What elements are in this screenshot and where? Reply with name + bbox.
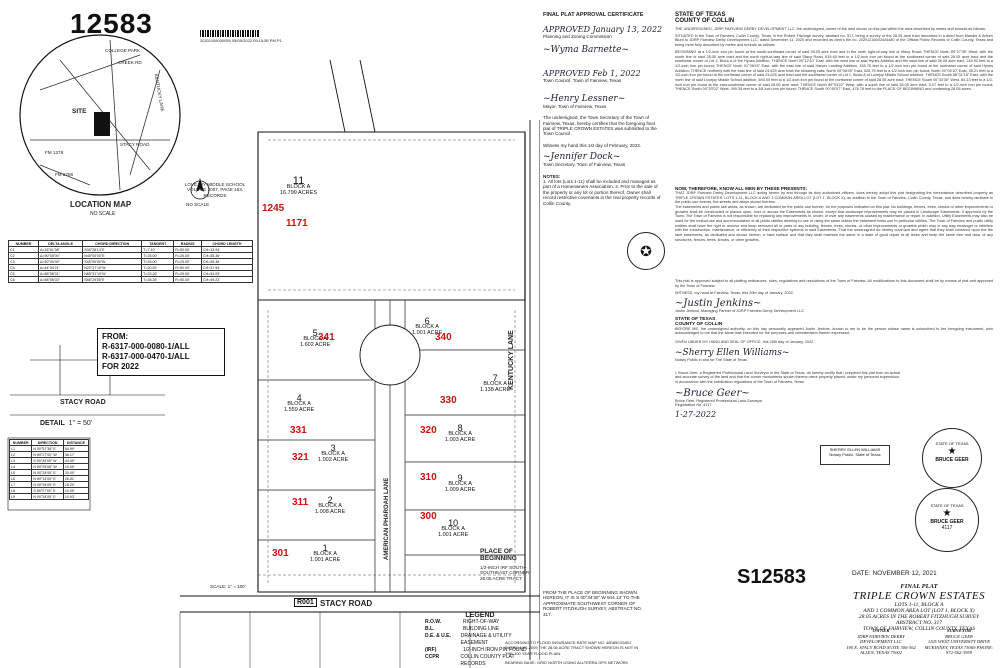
secretary-text: The undersigned, the Town Secretary of t… [543,115,657,137]
pob-note: FROM THE PLACE OF BEGINNING SHOWN HEREON… [543,590,643,617]
lot-1-red-number: 301 [272,548,289,559]
notes-text: 1. All lots (Lots 1-11) shall be include… [543,179,661,206]
kentucky-lane-label: KENTUCKY LANE [508,330,515,390]
record-barcode-text: 20201109000050 05/05/2022 09:10:55 PM P1 [200,38,282,43]
legend-row: R.O.W.RIGHT-OF-WAY [425,619,500,625]
approved-subject: This plat is approved subject to all pla… [675,278,993,288]
metes-and-bounds: BEGINNING at a 1/2-inch iron pin found a… [675,49,993,92]
surveyor-block: SURVEYOR BRUCE GEER 1105 WEST UNIVERSITY… [924,628,994,655]
map-road-fm2786: FM 2786 [55,172,74,177]
north-arrow [190,178,210,200]
lot-7-red-number: 330 [440,395,457,406]
site-marker [94,112,110,136]
signature-pz: ~Wyma Barnette~ [543,45,629,56]
road-tag: R001 [294,598,317,607]
title-block: FINAL PLAT TRIPLE CROWN ESTATES LOTS 1-1… [852,583,986,632]
map-road-6 [109,39,121,191]
legend-row: B.L.BUILDING LINE [425,626,500,632]
signature-surveyor: ~Bruce Geer~ [675,387,750,399]
map-road-fm1378: FM 1378 [45,150,64,155]
signature-owner: ~Justin Jenkins~ [675,298,762,310]
plan-drawing [7,34,540,668]
lot-11-red-number: 1245 [262,203,285,214]
map-road-college: COLLEGE PARK [105,48,141,53]
location-map-scale: NO SCALE [90,211,116,217]
sheet-number: 12583 [70,8,153,39]
lot-11-red-number-2: 1171 [286,218,308,229]
location-map-circle [19,34,181,196]
signature-secretary: ~Jennifer Dock~ [543,152,621,163]
scale-note: SCALE: 1" = 100' [210,584,246,589]
location-map-title: LOCATION MAP [70,200,132,209]
lot-3-red-number: 321 [292,452,309,463]
bearing-note: BEARING BASE: GRID NORTH USING ALLTERRA … [505,660,629,665]
north-scale: NO SCALE [186,202,210,207]
town-seal: ✪ [627,232,665,270]
surveyor-seal-2: STATE OF TEXAS ★ BRUCE GEER 4117 [915,488,979,552]
lot-10-red-number: 300 [420,511,437,522]
lot-9-red-number: 310 [420,472,437,483]
dedication-cont: The easements and public use areas, as s… [675,204,993,242]
lot-5-red-number: 341 [318,332,335,343]
site-label: SITE [72,108,87,115]
lot-2-red-number: 311 [292,497,309,508]
flood-note: ACCORDING TO FLOOD INSURANCE RATE MAP NO… [505,640,639,656]
legend-row: (IRF)1/2-INCH IRON PIN FOUND [425,647,527,653]
lot-4-red-number: 331 [290,425,307,436]
owner-block: OWNER JDRP FAIRVIEW DERBY DEVELOPMENT LL… [846,628,916,655]
legend: LEGEND R.O.W.RIGHT-OF-WAY B.L.BUILDING L… [425,612,535,668]
lot-11: 11 BLOCK A 16.799 ACRES [280,175,317,197]
map-road-4 [129,69,161,176]
signature-mayor: ~Henry Lessner~ [543,93,626,104]
sheet-number-2: S12583 [737,566,806,588]
curve-table: NUMBER DELTA ANGLE CHORD DIRECTION TANGE… [8,240,253,283]
map-road-5 [39,164,91,186]
curve-table-header: NUMBER DELTA ANGLE CHORD DIRECTION TANGE… [8,240,253,247]
detail-road [10,394,165,416]
map-road-stacy: STACY ROAD [120,142,150,147]
map-road-3 [39,54,141,91]
from-note: FROM: R-6317-000-0080-1/ALL R-6317-000-0… [97,328,225,376]
owner-certificate: STATE OF TEXAS COUNTY OF COLLIN THE UNDE… [675,12,993,420]
signature-notary: ~Sherry Ellen Williams~ [675,347,790,358]
legend-row: D.E. & U.E.DRAINAGE & UTILITY EASEMENT [425,633,512,646]
stacy-road-label: STACY ROAD [320,599,373,608]
map-road-creek: CREEK RD [118,60,142,65]
lot-11-boundary [258,131,526,301]
lot-8-red-number: 320 [420,425,437,436]
surveyor-seal-1: STATE OF TEXAS ★ BRUCE GEER [922,428,982,488]
american-pharoah-lane-label: AMERICAN PHAROAH LANE [384,477,390,560]
plat-date: DATE: NOVEMBER 12, 2021 [852,570,937,577]
cul-de-sac [359,324,421,386]
approval-certificate: FINAL PLAT APPROVAL CERTIFICATE APPROVED… [543,12,663,206]
barcode [200,30,260,37]
pob-detail: 1/2-INCH IRF SOUTH-SOUTHEAST CORNER 28.0… [480,565,530,581]
place-of-beginning: PLACE OF BEGINNING [480,548,517,562]
lot-6-red-number: 340 [435,332,452,343]
detail-stacy-road: STACY ROAD [60,399,106,406]
detail-title: DETAIL 1" = 50' [40,420,93,427]
school-label: LOVEJOY MIDDLE SCHOOL VOLUME 2007, PAGE … [184,182,246,198]
